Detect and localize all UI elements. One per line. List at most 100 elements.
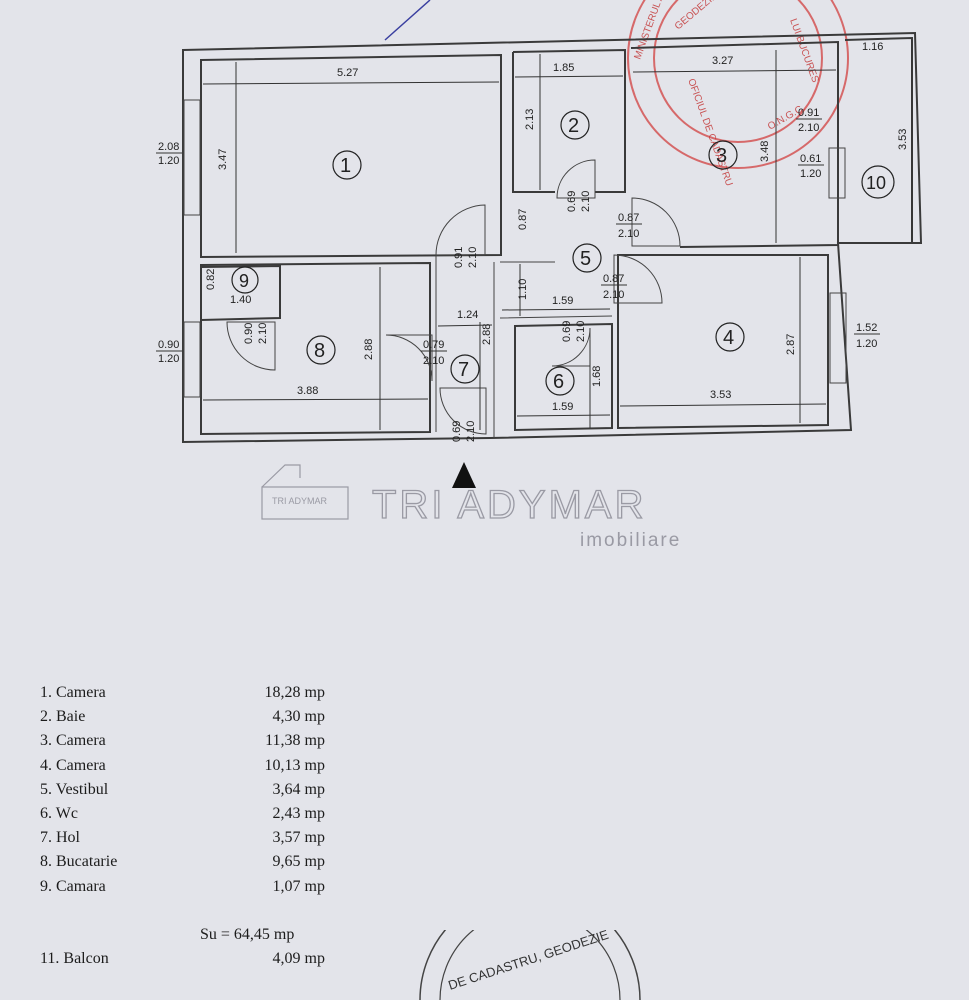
watermark: TRI ADYMAR TRI ADYMAR imobiliare xyxy=(261,464,681,551)
entrance-arrow-icon xyxy=(452,462,476,488)
room-8-label: 8 xyxy=(314,340,325,362)
svg-text:0.69: 0.69 xyxy=(566,191,578,212)
svg-text:1.20: 1.20 xyxy=(800,168,821,180)
svg-text:0.87: 0.87 xyxy=(603,273,624,285)
total-surface: Su = 64,45 mp xyxy=(200,926,295,943)
door-room-4 xyxy=(613,254,663,304)
pen-mark xyxy=(384,0,431,41)
room-3-walls xyxy=(630,40,839,248)
svg-text:2.10: 2.10 xyxy=(465,421,477,442)
door-room-9 xyxy=(226,321,276,371)
svg-text:1.52: 1.52 xyxy=(856,322,877,334)
room-5-label: 5 xyxy=(580,248,591,270)
door-room-1 xyxy=(435,204,486,256)
door-room-8 xyxy=(385,334,433,382)
dim-r3-height: 3.48 xyxy=(759,141,771,162)
window-room-1 xyxy=(183,99,201,216)
room-markers: 1 2 3 4 5 6 7 8 9 10 xyxy=(231,110,895,396)
door-room-6 xyxy=(551,327,591,367)
room-2-walls xyxy=(512,48,626,193)
dim-r10-height: 3.53 xyxy=(897,129,909,150)
svg-text:2.08: 2.08 xyxy=(158,141,179,153)
balcony-area: 4,09 mp xyxy=(272,950,325,967)
door-room-2 xyxy=(556,159,596,199)
bottom-stamp-text: DE CADASTRU, GEODEZIE xyxy=(446,930,610,993)
opening-labels: 2.08 1.20 0.90 1.20 1.52 1.20 0.91 2.10 … xyxy=(156,107,880,442)
bottom-stamp-svg: DE CADASTRU, GEODEZIE xyxy=(419,930,641,1000)
svg-text:2.10: 2.10 xyxy=(575,321,587,342)
watermark-logo-text: TRI ADYMAR xyxy=(272,496,328,506)
svg-text:0.69: 0.69 xyxy=(561,321,573,342)
svg-text:0.61: 0.61 xyxy=(800,153,821,165)
floor-plan: MINISTERUL ADMI GEODEZIE SI C OFICIUL DE… xyxy=(156,0,923,551)
watermark-sub: imobiliare xyxy=(580,530,681,551)
dim-r6-width: 1.59 xyxy=(552,401,573,413)
dim-r10-width: 1.16 xyxy=(862,41,883,53)
svg-text:0.90: 0.90 xyxy=(243,323,255,344)
dim-r5-height: 1.10 xyxy=(517,279,529,300)
room-1-walls xyxy=(200,53,502,259)
svg-text:0.79: 0.79 xyxy=(423,339,444,351)
dim-r4-width: 3.53 xyxy=(710,389,731,401)
dim-r4-height: 2.87 xyxy=(785,334,797,355)
dim-r7-width: 1.24 xyxy=(457,309,478,321)
room-8-walls xyxy=(200,261,431,436)
window-room-8 xyxy=(183,321,201,398)
balcony-name: 11. Balcon xyxy=(40,950,109,967)
svg-text:0.91: 0.91 xyxy=(453,247,465,268)
dim-r5-width: 1.59 xyxy=(552,295,573,307)
stamp-text-3: OFICIUL DE CADASTRU xyxy=(685,77,734,187)
room-6-label: 6 xyxy=(553,371,564,393)
room-7-label: 7 xyxy=(458,359,469,381)
svg-text:2.10: 2.10 xyxy=(798,122,819,134)
window-room-3 xyxy=(828,147,846,199)
svg-text:2.10: 2.10 xyxy=(423,355,444,367)
window-room-4 xyxy=(829,292,847,384)
room-4-walls xyxy=(617,254,829,430)
room-4-label: 4 xyxy=(723,327,734,349)
dim-r9-height: 0.82 xyxy=(205,269,217,290)
dimension-lines xyxy=(202,40,913,430)
dim-r3-width: 3.27 xyxy=(712,55,733,67)
dim-r9-width: 1.40 xyxy=(230,294,251,306)
dim-r6-height: 1.68 xyxy=(591,366,603,387)
room-1-label: 1 xyxy=(340,155,351,177)
dim-r2-width: 1.85 xyxy=(553,62,574,74)
dim-r1-width: 5.27 xyxy=(337,67,358,79)
dim-r8-height: 2.88 xyxy=(363,339,375,360)
dim-r7-height: 2.88 xyxy=(481,324,493,345)
room-9-walls xyxy=(200,264,281,321)
svg-text:0.69: 0.69 xyxy=(451,421,463,442)
door-room-3 xyxy=(631,197,681,247)
dim-r8-width: 3.88 xyxy=(297,385,318,397)
svg-text:1.20: 1.20 xyxy=(158,155,179,167)
room-3-label: 3 xyxy=(716,145,727,167)
svg-text:2.10: 2.10 xyxy=(618,228,639,240)
svg-text:2.10: 2.10 xyxy=(603,289,624,301)
svg-text:2.10: 2.10 xyxy=(467,247,479,268)
svg-text:2.10: 2.10 xyxy=(580,191,592,212)
outer-wall xyxy=(182,31,923,444)
svg-text:0.90: 0.90 xyxy=(158,339,179,351)
room-6-walls xyxy=(514,322,613,432)
watermark-brand: TRI ADYMAR xyxy=(372,483,646,527)
svg-text:1.20: 1.20 xyxy=(856,338,877,350)
svg-text:1.20: 1.20 xyxy=(158,353,179,365)
room-9-label: 9 xyxy=(239,271,249,291)
dim-r1-height: 3.47 xyxy=(217,149,229,170)
door-room-7 xyxy=(439,387,487,435)
svg-text:0.91: 0.91 xyxy=(798,107,819,119)
stamp-text-2: GEODEZIE SI C xyxy=(673,0,737,32)
room-2-label: 2 xyxy=(568,115,579,137)
dim-r2-height: 2.13 xyxy=(524,109,536,130)
svg-text:2.10: 2.10 xyxy=(257,323,269,344)
